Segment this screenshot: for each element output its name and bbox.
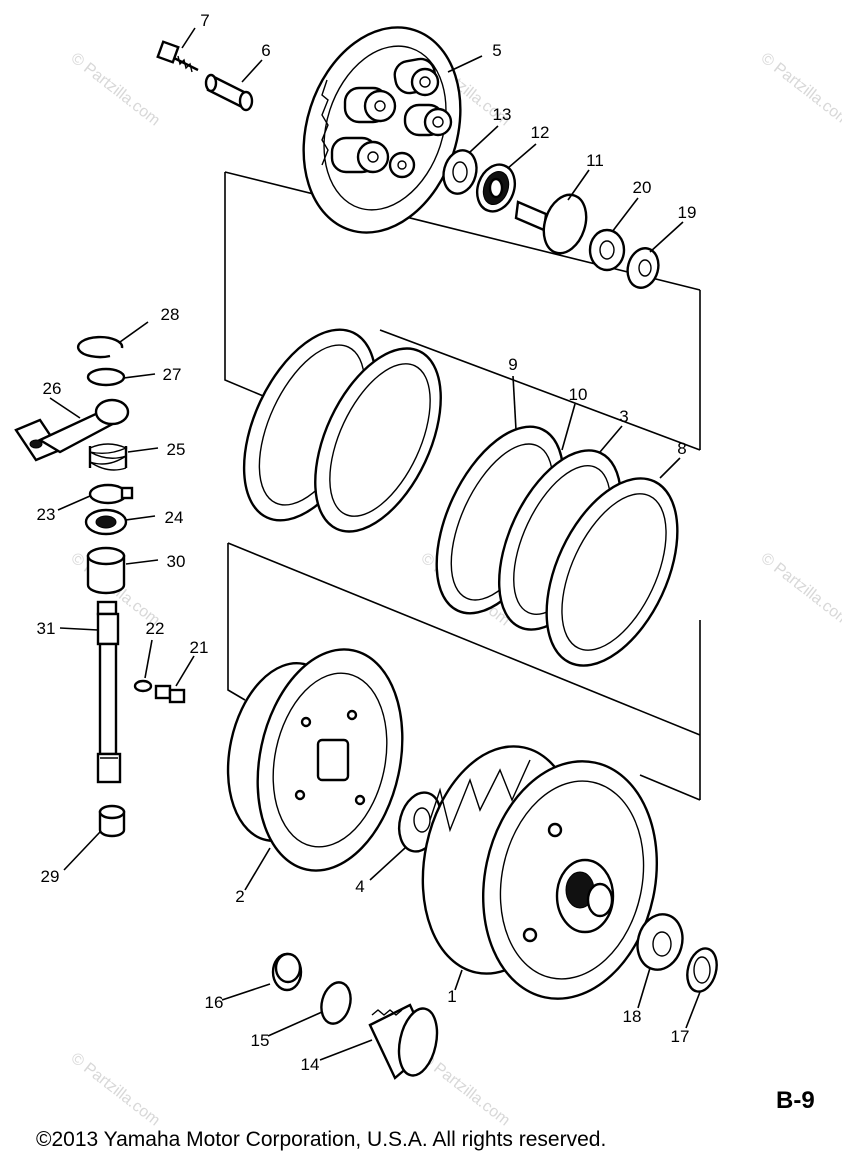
part-label: 28 — [161, 305, 180, 324]
bolt-21 — [154, 684, 186, 704]
part-label: 15 — [251, 1031, 270, 1050]
part-label: 23 — [37, 505, 56, 524]
part-label: 10 — [569, 385, 588, 404]
part-label: 8 — [677, 439, 686, 458]
gear-14 — [368, 1003, 439, 1080]
part-label: 6 — [261, 41, 270, 60]
watermark: © Partzilla.com — [418, 1050, 513, 1130]
part-label: 14 — [301, 1055, 320, 1074]
part-label: 3 — [619, 407, 628, 426]
part-label: 1 — [447, 987, 456, 1006]
push-rod-11 — [514, 193, 588, 255]
assembly-outline-lower — [227, 542, 701, 801]
part-label: 13 — [493, 105, 512, 124]
part-label: 9 — [508, 355, 517, 374]
part-label: 7 — [200, 11, 209, 30]
bolt-7 — [156, 40, 199, 73]
lever-26 — [14, 398, 130, 462]
watermark: © Partzilla.com — [68, 50, 163, 130]
assembly-outline-upper — [224, 171, 701, 451]
part-label: 2 — [235, 887, 244, 906]
watermark: © Partzilla.com — [758, 550, 842, 630]
part-label: 26 — [43, 379, 62, 398]
page-code: B-9 — [776, 1087, 815, 1114]
nut-20 — [588, 228, 626, 272]
part-label: 16 — [205, 993, 224, 1012]
part-label: 11 — [586, 151, 604, 170]
part-label: 21 — [190, 638, 209, 657]
part-label: 17 — [671, 1027, 690, 1046]
part-label: 22 — [146, 619, 165, 638]
shaft-31 — [96, 600, 122, 784]
seal-24 — [84, 508, 128, 536]
part-label: 31 — [37, 619, 56, 638]
washer-15 — [320, 981, 352, 1025]
washer-18 — [636, 913, 684, 971]
part-label: 30 — [167, 552, 186, 571]
part-label: 18 — [623, 1007, 642, 1026]
spacer-16 — [271, 952, 303, 992]
watermark: © Partzilla.com — [758, 50, 842, 130]
part-label: 19 — [678, 203, 697, 222]
friction-plate-left — [242, 328, 442, 533]
circlip-28 — [76, 335, 124, 359]
watermark: © Partzilla.com — [68, 1050, 163, 1130]
washer-22 — [133, 679, 153, 693]
part-label: 4 — [355, 877, 364, 896]
part-label: 24 — [165, 508, 184, 527]
washer-23 — [88, 483, 134, 505]
part-number-labels: 7 6 5 13 12 11 20 19 28 27 26 25 23 24 3… — [37, 11, 697, 1074]
clutch-boss-2 — [226, 648, 404, 872]
washer-17 — [686, 947, 718, 993]
copyright-notice: ©2013 Yamaha Motor Corporation, U.S.A. A… — [36, 1128, 606, 1151]
part-label: 25 — [167, 440, 186, 459]
part-label: 27 — [163, 365, 182, 384]
bearing-30 — [86, 546, 126, 595]
spring-25 — [88, 443, 128, 471]
leader-lines — [49, 27, 701, 1061]
friction-plate-right — [435, 425, 679, 667]
lock-washer-19 — [626, 247, 660, 289]
bearing-12 — [475, 163, 517, 213]
washer-13 — [442, 149, 478, 195]
part-label: 20 — [633, 178, 652, 197]
pressure-plate — [302, 26, 462, 234]
part-label: 5 — [492, 41, 501, 60]
collar-6 — [204, 73, 254, 112]
clutch-housing-1 — [421, 745, 659, 1000]
part-label: 12 — [531, 123, 550, 142]
part-label: 29 — [41, 867, 60, 886]
bearing-29 — [98, 804, 126, 838]
washer-27 — [86, 367, 126, 387]
